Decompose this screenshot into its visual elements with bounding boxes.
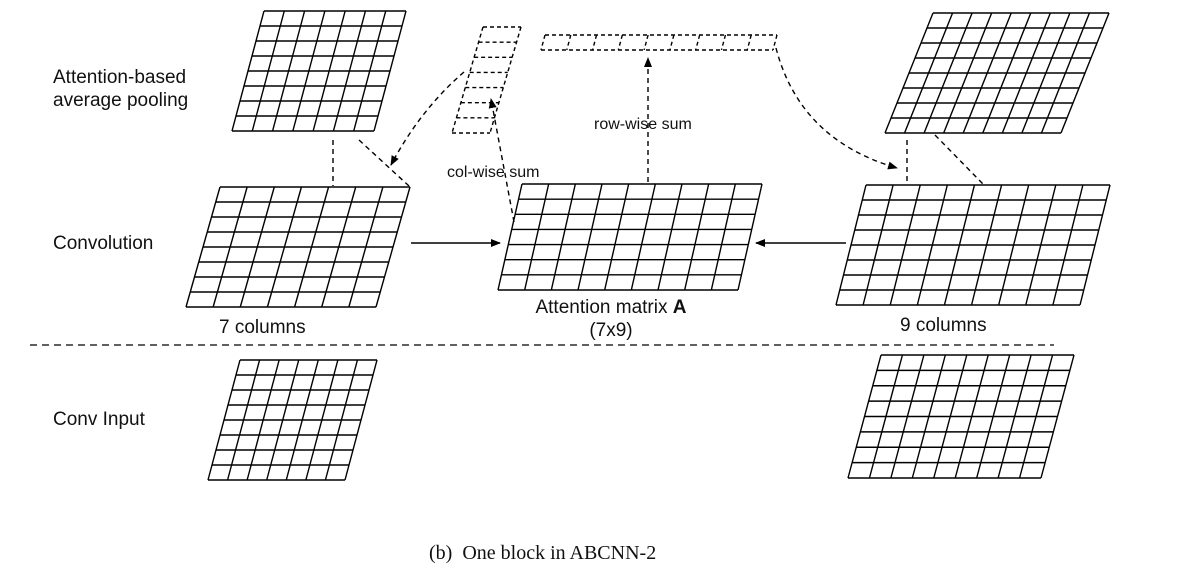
- attention-matrix-grid: [497, 183, 763, 291]
- col-weights-to-left-pool-arrow: [390, 71, 465, 166]
- col-wise-sum-vector: [451, 26, 522, 134]
- left-conv-grid: [185, 186, 411, 308]
- row-weights-to-right-pool-arrow: [775, 47, 898, 170]
- attention-matrix-label: Attention matrix A (7x9): [500, 296, 722, 342]
- right-pooled-grid: [884, 12, 1110, 134]
- col-wise-sum-arrow: [488, 98, 515, 223]
- attention-matrix-symbol: A: [672, 297, 687, 318]
- right-conv-grid: [835, 184, 1111, 306]
- left-columns-label: 7 columns: [219, 317, 306, 338]
- right-columns-label: 9 columns: [900, 315, 987, 336]
- row-label-pooling: Attention-based average pooling: [53, 67, 189, 112]
- row-wise-sum-vector: [540, 34, 778, 51]
- attention-matrix-dims: (7x9): [589, 320, 633, 342]
- right-input-grid: [847, 354, 1075, 479]
- row-label-convolution: Convolution: [53, 233, 154, 254]
- row-label-conv-input: Conv Input: [53, 409, 145, 430]
- left-input-grid: [207, 359, 378, 481]
- left-pool-link-2: [358, 139, 410, 187]
- attention-matrix-prefix: Attention matrix: [535, 297, 673, 318]
- right-pool-link-2: [934, 134, 984, 185]
- col-wise-sum-label: col-wise sum: [447, 164, 540, 181]
- figure-caption: (b) One block in ABCNN-2: [429, 542, 657, 564]
- row-wise-sum-label: row-wise sum: [594, 116, 692, 133]
- left-pooled-grid: [231, 10, 407, 132]
